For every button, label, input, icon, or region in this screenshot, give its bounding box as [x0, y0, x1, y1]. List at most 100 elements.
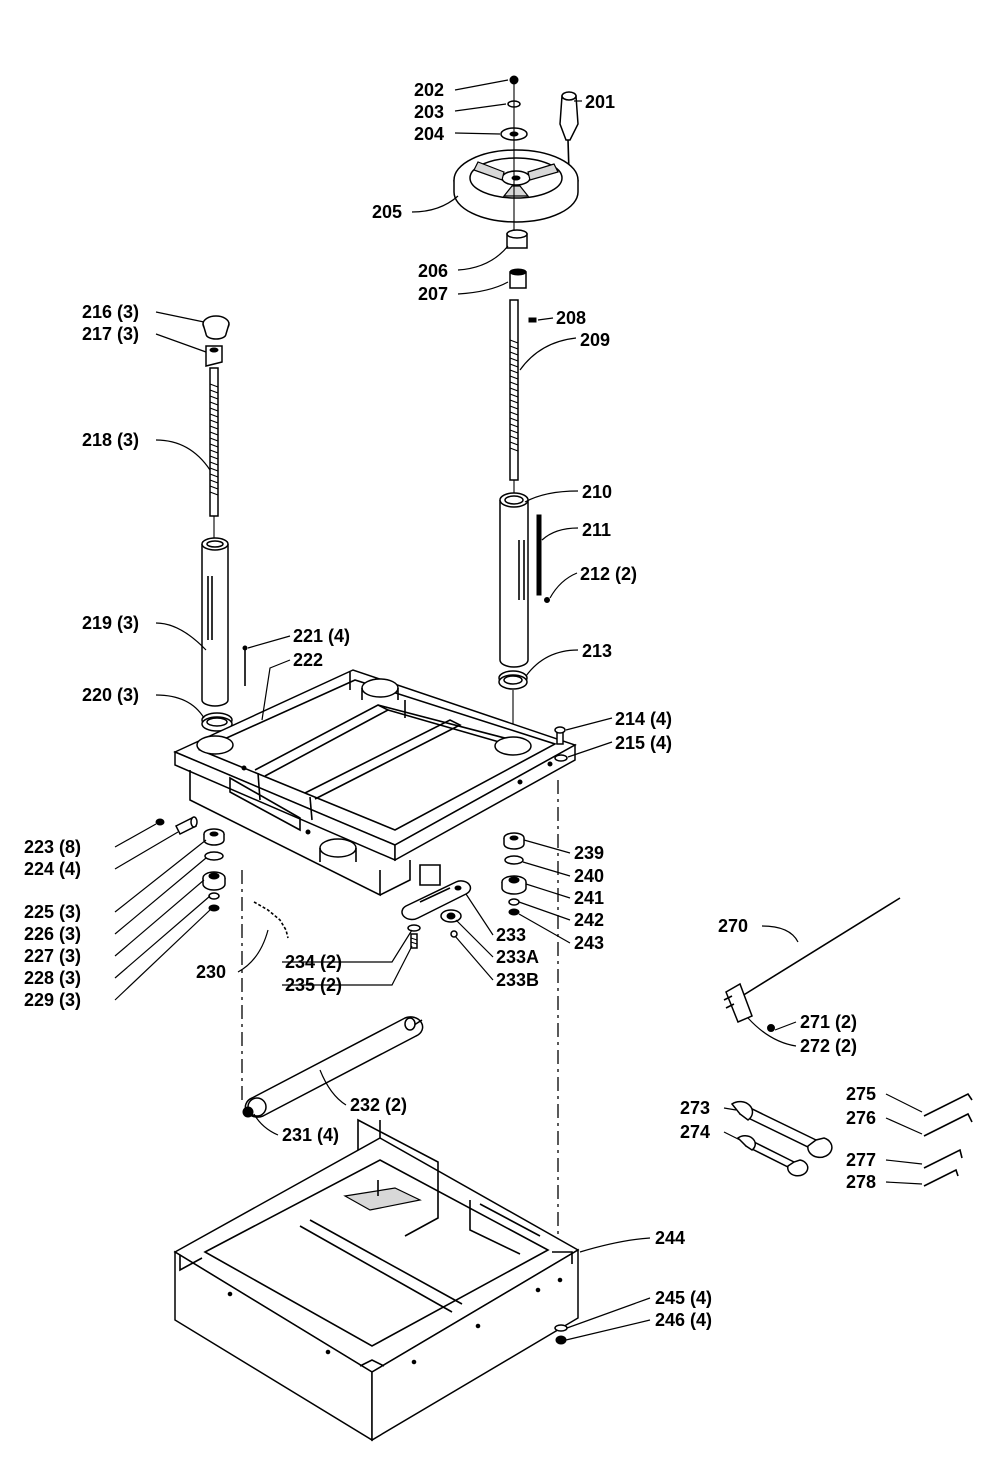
- label-233: 233: [496, 925, 526, 945]
- part-219-column: [201, 537, 229, 707]
- part-241-sprocket: [501, 875, 527, 895]
- label-242: 242: [574, 910, 604, 930]
- label-276: 276: [846, 1108, 876, 1128]
- part-235-bolt: [410, 933, 418, 949]
- label-229: 229 (3): [24, 990, 81, 1010]
- label-270: 270: [718, 916, 748, 936]
- part-222-table: [173, 669, 577, 897]
- part-206-collar: [506, 229, 528, 249]
- label-213: 213: [582, 641, 612, 661]
- label-274: 274: [680, 1122, 710, 1142]
- label-226: 226 (3): [24, 924, 81, 944]
- label-245: 245 (4): [655, 1288, 712, 1308]
- label-278: 278: [846, 1172, 876, 1192]
- part-215-washer: [554, 754, 568, 762]
- label-211: 211: [582, 520, 611, 540]
- label-233A: 233A: [496, 947, 539, 967]
- label-221: 221 (4): [293, 626, 350, 646]
- part-278-hex-key: [923, 1168, 959, 1187]
- label-224: 224 (4): [24, 859, 81, 879]
- part-208-key: [528, 317, 537, 323]
- part-220-ring: [201, 712, 233, 732]
- label-206: 206: [418, 261, 448, 281]
- part-209-lead-screw: [509, 299, 519, 496]
- handwheel-assembly: [453, 75, 579, 740]
- part-245-washer: [554, 1324, 568, 1332]
- part-201-handle: [559, 91, 579, 173]
- part-labels: 202 203 204 201 205 206 207 208 209 210 …: [24, 80, 876, 1330]
- part-277-hex-key: [923, 1148, 963, 1169]
- label-230: 230: [196, 962, 226, 982]
- label-222: 222: [293, 650, 323, 670]
- label-233B: 233B: [496, 970, 539, 990]
- label-234: 234 (2): [285, 952, 342, 972]
- label-239: 239: [574, 843, 604, 863]
- part-234-washer: [407, 924, 421, 932]
- label-223: 223 (8): [24, 837, 81, 857]
- label-246: 246 (4): [655, 1310, 712, 1330]
- label-275: 275: [846, 1084, 876, 1104]
- part-224-pin: [174, 816, 198, 836]
- label-277: 277: [846, 1150, 876, 1170]
- label-208: 208: [556, 308, 586, 328]
- part-239-bearing: [503, 832, 525, 850]
- label-217: 217 (3): [82, 324, 139, 344]
- label-216: 216 (3): [82, 302, 139, 322]
- label-243: 243: [574, 933, 604, 953]
- label-201: 201: [585, 92, 615, 112]
- part-232-roller: [244, 1016, 424, 1118]
- label-204: 204: [414, 124, 444, 144]
- label-212: 212 (2): [580, 564, 637, 584]
- part-211-scale: [536, 514, 542, 596]
- part-205-handwheel: [453, 149, 579, 223]
- label-240: 240: [574, 866, 604, 886]
- part-246-nut: [555, 1335, 567, 1345]
- label-231: 231 (4): [282, 1125, 339, 1145]
- label-235: 235 (2): [285, 975, 342, 995]
- part-212-screw: [544, 597, 550, 603]
- label-271: 271 (2): [800, 1012, 857, 1032]
- part-270-rod: [741, 897, 901, 997]
- part-223-set-screw: [155, 818, 165, 826]
- part-231-bushing: [242, 1106, 254, 1118]
- part-243-nut: [508, 908, 520, 916]
- part-218-lead-screw: [209, 367, 219, 540]
- label-210: 210: [582, 482, 612, 502]
- label-214: 214 (4): [615, 709, 672, 729]
- part-233B-nut: [450, 930, 458, 938]
- label-202: 202: [414, 80, 444, 100]
- part-271-screw: [767, 1024, 775, 1032]
- part-272-bracket: [723, 982, 753, 1023]
- label-203: 203: [414, 102, 444, 122]
- part-240-clip: [504, 855, 524, 865]
- part-242-washer: [508, 898, 520, 906]
- part-217-coupling: [205, 345, 223, 367]
- left-column-assembly: [201, 315, 248, 752]
- label-219: 219 (3): [82, 613, 139, 633]
- label-215: 215 (4): [615, 733, 672, 753]
- leader-lines: [114, 79, 923, 1341]
- part-275-hex-key: [923, 1092, 973, 1117]
- part-202-screw: [509, 75, 519, 85]
- part-228-washer: [208, 892, 220, 900]
- label-225: 225 (3): [24, 902, 81, 922]
- label-205: 205: [372, 202, 402, 222]
- label-227: 227 (3): [24, 946, 81, 966]
- part-207-coupling: [509, 268, 527, 289]
- part-214-bolt: [554, 726, 566, 745]
- label-241: 241: [574, 888, 604, 908]
- part-210-column: [499, 492, 529, 668]
- label-209: 209: [580, 330, 610, 350]
- part-233A-sprocket: [440, 909, 462, 923]
- label-272: 272 (2): [800, 1036, 857, 1056]
- label-273: 273: [680, 1098, 710, 1118]
- part-273-wrench: [730, 1100, 833, 1159]
- part-229-nut: [208, 904, 220, 912]
- label-228: 228 (3): [24, 968, 81, 988]
- part-225-bearing: [203, 828, 225, 846]
- part-276-hex-key: [923, 1112, 973, 1137]
- part-226-clip: [204, 851, 224, 861]
- part-213-ring: [498, 670, 528, 690]
- label-207: 207: [418, 284, 448, 304]
